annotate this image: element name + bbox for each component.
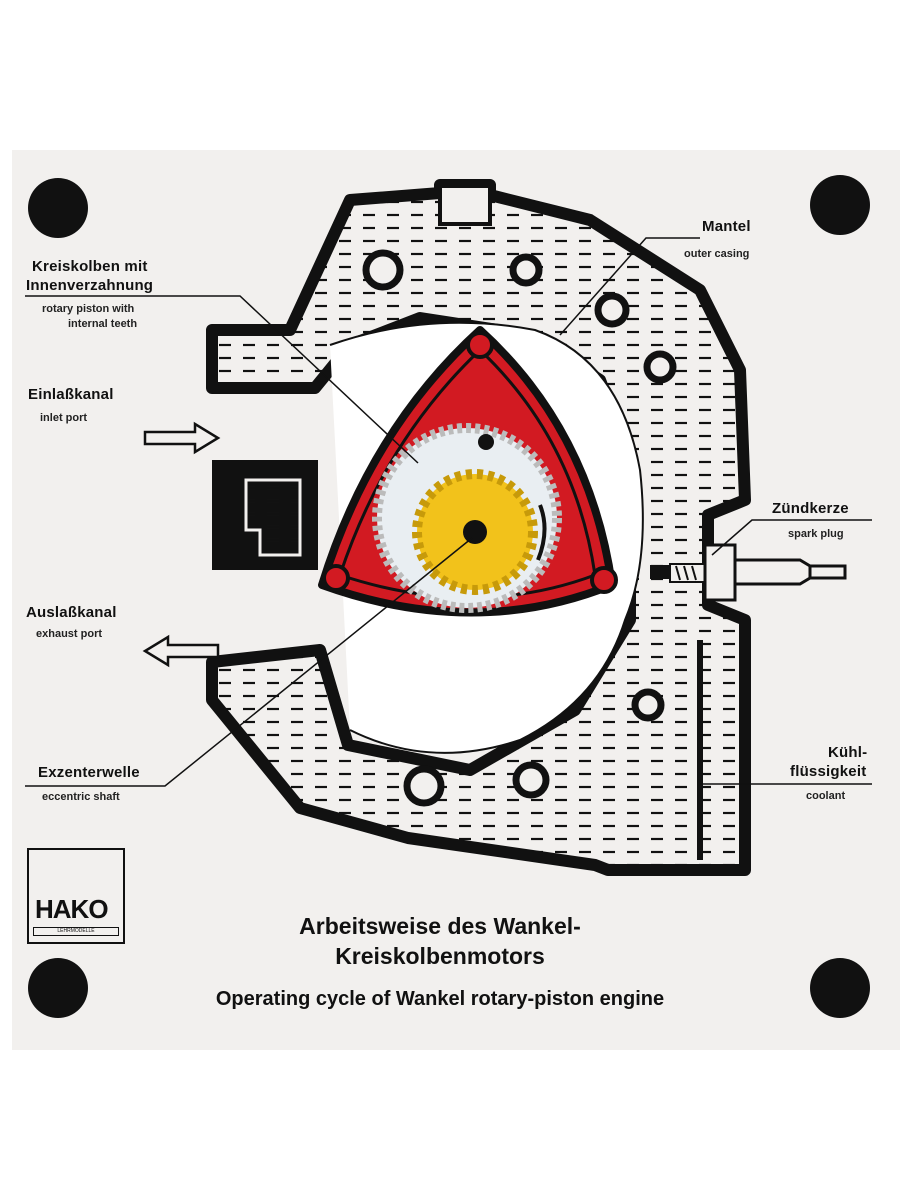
mounting-hole-top-right [810, 175, 870, 235]
mounting-hole-top-left [28, 178, 88, 238]
casing-bolt-holes [362, 249, 677, 807]
mounting-hole-bottom-left [28, 958, 88, 1018]
rotor-label-en-line1: rotary piston with [42, 303, 135, 315]
casing-cap [438, 184, 492, 226]
inlet-label-de: Einlaßkanal [28, 386, 114, 403]
casing-label-de: Mantel [702, 218, 751, 235]
exhaust-arrow [142, 634, 220, 668]
spark-plug [650, 543, 847, 602]
shaft-label-de: Exzenterwelle [38, 764, 140, 781]
coolant-label-de-line1: Kühl- [828, 744, 868, 761]
inlet-label-en: inlet port [40, 412, 88, 424]
inlet-arrow [143, 421, 221, 455]
hako-logo: HAKO LEHRMODELLE [27, 848, 125, 944]
rotor-label-en-line2: internal teeth [68, 318, 138, 330]
casing-label-en: outer casing [684, 248, 750, 260]
exhaust-label-en: exhaust port [36, 628, 103, 640]
coolant-label-en: coolant [806, 790, 846, 802]
shaft-label-en: eccentric shaft [42, 791, 120, 803]
leader-lines [25, 237, 872, 787]
mounting-hole-bottom-right [810, 958, 870, 1018]
spark-label-de: Zündkerze [772, 500, 849, 517]
title-en: Operating cycle of Wankel rotary-piston … [215, 988, 665, 1010]
apex-seals [322, 331, 618, 594]
rotor-label-de-line1: Kreiskolben mit [32, 258, 148, 275]
rotor-label-de-line2: Innenverzahnung [26, 277, 154, 294]
coolant-label-de-line2: flüssigkeit [790, 763, 867, 780]
logo-strip: LEHRMODELLE [33, 927, 119, 936]
title-de-line1: Arbeitsweise des Wankel- [299, 913, 581, 939]
spark-label-en: spark plug [788, 528, 844, 540]
exhaust-label-de: Auslaßkanal [26, 604, 117, 621]
logo-word: HAKO [35, 894, 109, 924]
title-de-line2: Kreiskolbenmotors [335, 943, 545, 969]
eccentric-shaft [463, 520, 487, 544]
